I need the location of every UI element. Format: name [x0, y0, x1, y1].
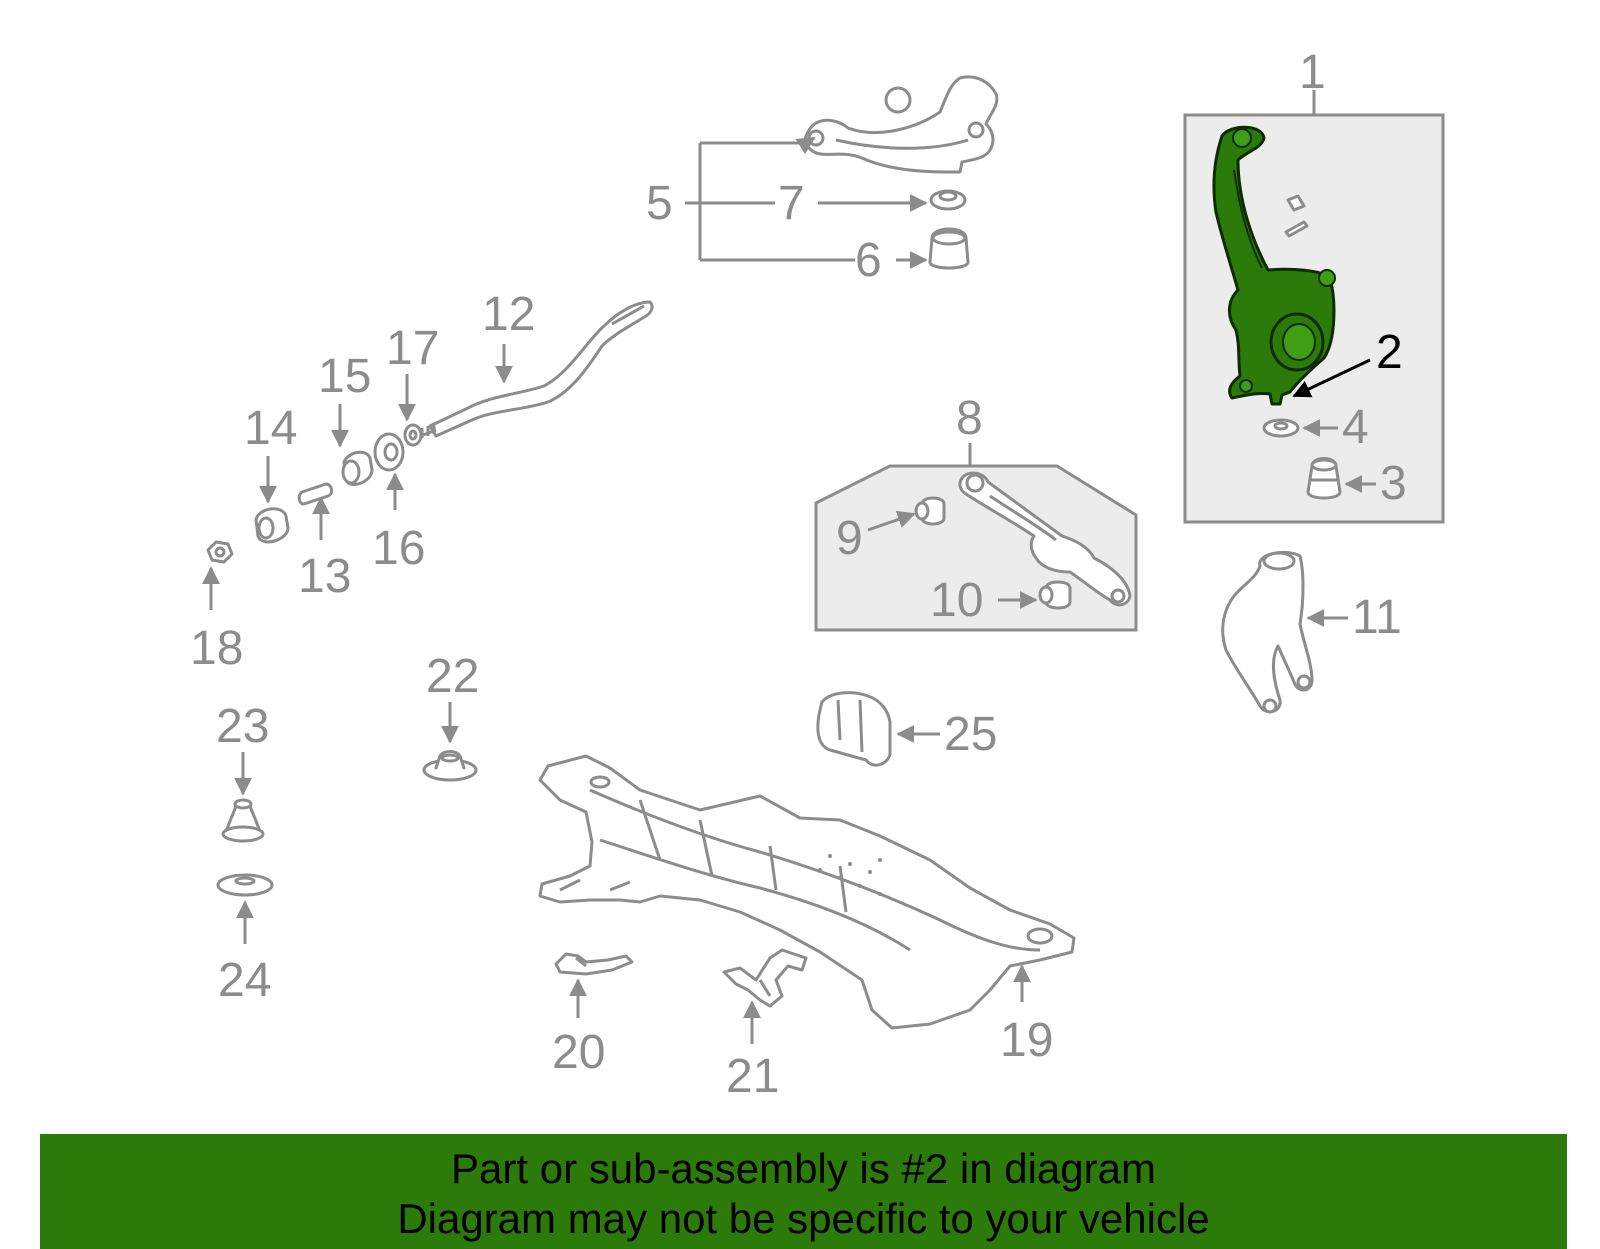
part-19-subframe[interactable]	[538, 754, 1076, 1030]
part-11-knuckle[interactable]	[1221, 550, 1314, 714]
callout-25: 25	[944, 708, 997, 761]
callout-16: 16	[372, 522, 425, 575]
part-17-washer[interactable]	[403, 423, 423, 447]
pin-icon	[1284, 194, 1309, 238]
callout-18: 18	[190, 622, 243, 675]
part-8-lower-control-arm[interactable]	[958, 471, 1132, 607]
callout-7: 7	[778, 177, 805, 230]
part-24-washer[interactable]	[216, 873, 274, 897]
callout-20: 20	[552, 1026, 605, 1079]
part-22-mount[interactable]	[422, 750, 478, 782]
leader-5-7-6	[685, 136, 928, 269]
leader-9	[867, 510, 916, 532]
part-25-mount[interactable]	[816, 691, 892, 767]
part-6-bushing[interactable]	[928, 227, 970, 270]
part-21-bracket[interactable]	[722, 948, 808, 1008]
part-7-bushing[interactable]	[929, 189, 967, 211]
part-15-bushing[interactable]	[341, 450, 374, 486]
part-13-collar[interactable]	[297, 482, 334, 506]
info-banner: Part or sub-assembly is #2 in diagram Di…	[40, 1134, 1567, 1249]
callout-23: 23	[216, 700, 269, 753]
callout-5: 5	[646, 177, 673, 230]
callout-11: 11	[1352, 591, 1402, 644]
callout-4: 4	[1342, 401, 1369, 454]
callout-22: 22	[426, 650, 479, 703]
part-18-nut[interactable]	[206, 540, 234, 564]
callout-14: 14	[244, 402, 297, 455]
callout-9: 9	[836, 512, 863, 565]
part-23-mount[interactable]	[221, 798, 265, 843]
callout-labels: 1 2 3 4 5 6 7 8 9 10 11 12 13 14 15 16 1…	[190, 46, 1407, 1103]
callout-13: 13	[298, 550, 351, 603]
callout-3: 3	[1380, 457, 1407, 510]
part-5-upper-control-arm[interactable]	[804, 75, 999, 174]
callout-2: 2	[1376, 326, 1403, 379]
part-14-bushing[interactable]	[254, 507, 290, 544]
callout-12: 12	[482, 288, 535, 341]
callout-6: 6	[855, 234, 882, 287]
callout-10: 10	[930, 574, 983, 627]
callout-17: 17	[386, 322, 439, 375]
part-9-bushing[interactable]	[914, 496, 946, 526]
part-2-steering-knuckle[interactable]	[1212, 125, 1336, 406]
callout-21: 21	[726, 1050, 779, 1103]
part-20-bracket[interactable]	[554, 952, 634, 976]
part-10-bushing[interactable]	[1038, 580, 1072, 610]
part-12-stabilizer-bar[interactable]	[409, 300, 654, 442]
callout-24: 24	[218, 954, 271, 1007]
banner-line-1: Part or sub-assembly is #2 in diagram	[451, 1145, 1156, 1192]
part-16-washer[interactable]	[373, 432, 405, 472]
leader-2	[1292, 358, 1371, 398]
callout-8: 8	[956, 392, 983, 445]
leaders-12-18	[202, 344, 513, 610]
part-4-washer[interactable]	[1262, 418, 1300, 438]
part-3-boot[interactable]	[1306, 457, 1342, 500]
callout-1: 1	[1299, 46, 1326, 99]
callout-15: 15	[318, 350, 371, 403]
banner-line-2: Diagram may not be specific to your vehi…	[397, 1195, 1210, 1242]
callout-19: 19	[1000, 1014, 1053, 1067]
